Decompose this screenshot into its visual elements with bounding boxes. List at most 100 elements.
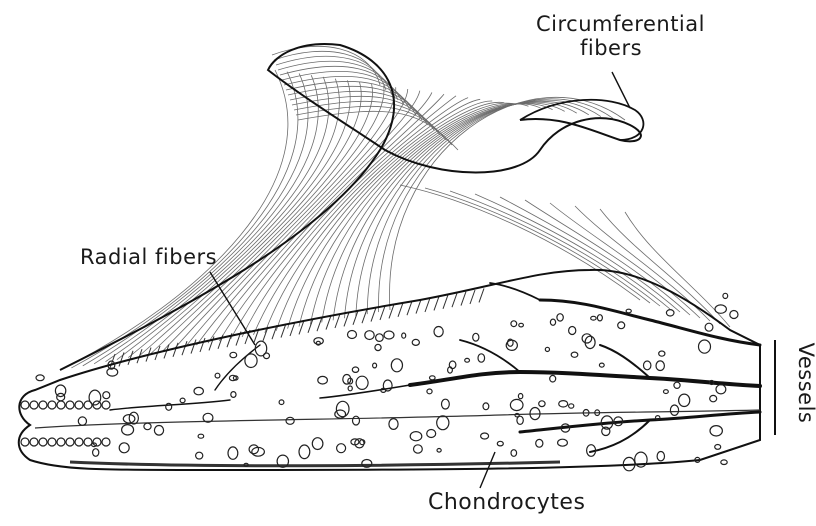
circumferential-fiber-line [600,209,720,324]
chondrocyte-cell [518,394,522,399]
chondrocyte-cell [365,331,374,340]
chondrocyte-cell [48,401,56,409]
circumferential-fiber-line [94,75,318,364]
chondrocyte-cell [348,331,357,339]
chondrocyte-cell [337,444,346,453]
vessel-branch [540,300,760,345]
chondrocyte-cell [412,339,419,345]
chondrocyte-cell [666,310,674,316]
chondrocyte-cell [591,316,596,320]
chondrocyte-cell [670,405,678,415]
radial-fiber-stroke [173,343,178,357]
chondrocyte-cell [21,401,29,409]
radial-fiber-stroke [434,296,439,310]
circumferential-fiber-line [379,99,613,312]
radial-fiber-stroke [326,316,331,330]
vessel-branch [460,340,520,372]
chondrocyte-cell [497,441,503,446]
vessel-branch [320,385,410,398]
radial-leader-line [210,272,255,345]
chondrocyte-cell [626,309,631,313]
chondrocyte-cell [664,390,669,394]
chondrocyte-cell [558,439,568,446]
chondrocyte-cell [723,293,728,298]
radial-fiber-stroke [470,290,475,304]
chondrocyte-cell [519,323,524,327]
radial-fiber-stroke [317,317,322,331]
chondrocyte-cell [55,385,65,397]
tissue-bottom-band [70,462,560,466]
chondrocyte-cell [231,392,236,398]
chondrocyte-cell [569,404,574,408]
chondrocyte-cell [144,423,151,430]
circumferential-fiber-line [525,200,690,315]
circumferential-fiber-line [71,72,298,368]
chondrocyte-cell [715,305,726,313]
circumferential-fiber-line [425,188,650,303]
circumferential-fiber-line [83,73,308,365]
chondrocyte-cell [348,386,352,391]
circumferential-fiber-line [276,102,504,330]
radial-fiber-stroke [452,293,457,307]
radial-fiber-stroke [479,288,484,302]
chondrocyte-cell [39,438,47,446]
chondrocyte-cell [166,403,172,410]
chondrocyte-cell [716,385,726,394]
circumferential-fiber-line [117,79,340,360]
chondrocyte-cell [39,401,47,409]
chondrocyte-cell [559,401,568,407]
chondrocyte-cell [78,417,86,425]
chondrocyte-cell [384,331,394,339]
chondrocyte-cell [715,445,721,450]
chondrocyte-cell [245,354,257,368]
radial-fiber-stroke [425,298,430,312]
chondrocyte-cell [410,432,422,441]
chondrocyte-cell [335,410,346,418]
chondrocyte-cell [465,358,470,362]
chondrocyte-cell [545,347,549,351]
chondrocyte-cell [730,311,738,319]
chondrocyte-cell [343,375,351,385]
circumferential-fibers-label-line2: fibers [536,36,686,60]
chondrocyte-cell [122,425,134,435]
chondrocyte-cell [299,445,310,459]
chondrocyte-cell [194,387,203,394]
circumferential-fiber-line [274,51,386,90]
chondrocyte-cell [557,314,563,321]
chondrocyte-cell [356,376,368,389]
vessel-branch [490,283,540,300]
chondrocyte-cell [599,363,604,367]
chondrocyte-cell [550,375,556,382]
chondrocyte-cell [154,426,163,436]
vessel-branch [600,345,650,378]
chondrocyte-cell [478,354,485,362]
chondrocyte-cell [644,361,651,370]
chondrocyte-cell [129,412,138,424]
chondrocyte-cell [705,323,713,331]
chondrocyte-cell [536,439,543,447]
chondrocyte-cell [352,367,358,372]
chondrocyte-cell [483,403,489,410]
chondrocyte-cell [511,321,517,327]
radial-fiber-stroke [416,300,421,314]
chondrocyte-cell [198,434,204,438]
chondrocyte-cell [569,327,576,335]
chondrocyte-cell [510,399,523,410]
vessels-label: Vessels [794,343,816,424]
chondrocyte-cell [571,352,578,357]
chondrocyte-cell [279,400,284,405]
chondrocyte-cell [84,401,92,409]
radial-fiber-stroke [371,308,376,322]
chondrocyte-cell [430,376,436,380]
chondrocyte-cell [57,438,65,446]
chondrocyte-cell [674,382,680,388]
radial-fiber-stroke [380,306,385,320]
chondrocyte-cell [389,419,398,430]
chondrocyte-cell [75,401,83,409]
circumferential-fiber-line [450,191,660,306]
radial-fiber-stroke [182,341,187,355]
chondrocyte-cell [539,401,545,407]
chondrocyte-cell [481,433,489,439]
circumferential-fiber-line [290,91,434,130]
chondrocyte-cell [699,340,711,353]
